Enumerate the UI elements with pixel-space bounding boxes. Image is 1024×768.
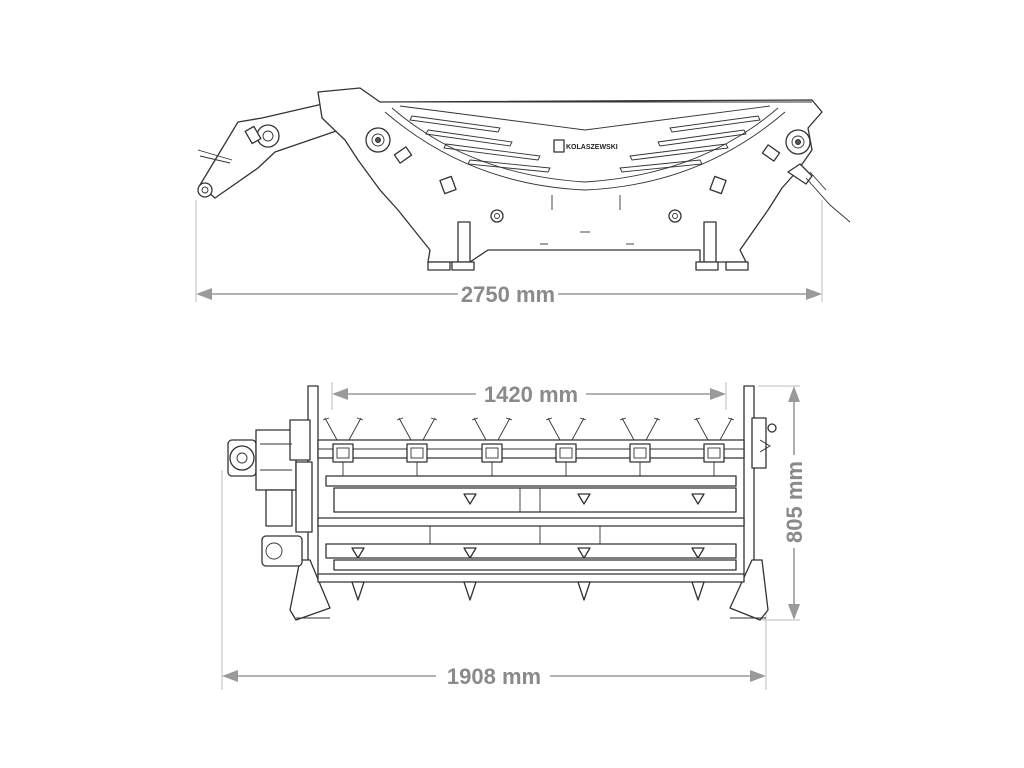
drive-unit (227, 419, 313, 567)
tine-group (619, 417, 661, 476)
dimension-top-inner-width: 1420 mm (332, 382, 726, 407)
side-view: KOLASZEWSKI 2750 mm (195, 87, 851, 307)
tine-group (471, 417, 513, 476)
main-frame: KOLASZEWSKI (317, 87, 851, 263)
rotor-shafts (317, 475, 745, 601)
dimension-side-width: 2750 mm (196, 282, 822, 307)
tine-group (693, 417, 735, 476)
front-width-label: 1908 mm (447, 664, 541, 689)
tine-group (545, 417, 587, 476)
dimension-front-height: 805 mm (782, 386, 807, 620)
side-legs (427, 221, 749, 271)
front-view: 1420 mm 805 mm 1908 mm (221, 382, 807, 690)
tine-group (322, 417, 364, 476)
right-hardware (751, 417, 777, 469)
side-width-label: 2750 mm (461, 282, 555, 307)
front-height-label: 805 mm (782, 461, 807, 543)
tine-group (396, 417, 438, 476)
tine-beam (317, 417, 745, 476)
top-inner-width-label: 1420 mm (484, 382, 578, 407)
brand-label: KOLASZEWSKI (566, 144, 618, 151)
dimension-front-width: 1908 mm (222, 664, 766, 689)
